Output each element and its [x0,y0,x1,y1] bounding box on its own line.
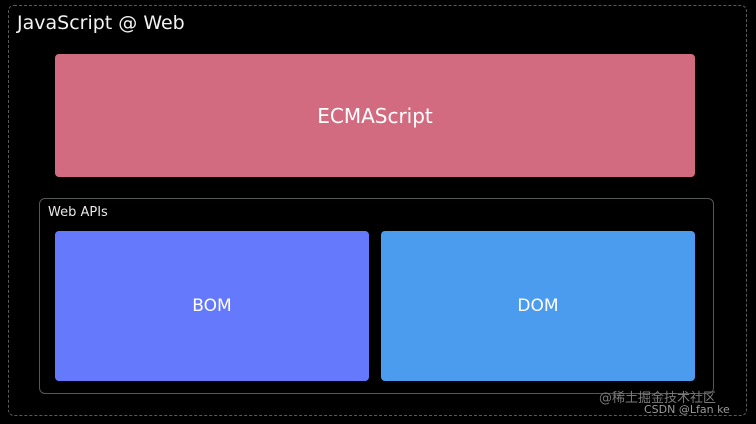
ecmascript-label: ECMAScript [317,103,433,128]
diagram-title: JavaScript @ Web [17,12,185,34]
juejin-watermark: @稀土掘金技术社区 [599,391,717,406]
dom-block: DOM [381,231,695,381]
ecmascript-block: ECMAScript [55,54,695,177]
bom-label: BOM [192,296,232,316]
csdn-watermark: CSDN @Lfan ke [644,403,730,416]
web-apis-label: Web APIs [48,205,108,220]
dom-label: DOM [517,296,559,316]
bom-block: BOM [55,231,369,381]
web-apis-group [39,198,714,394]
diagram-frame [8,5,747,416]
